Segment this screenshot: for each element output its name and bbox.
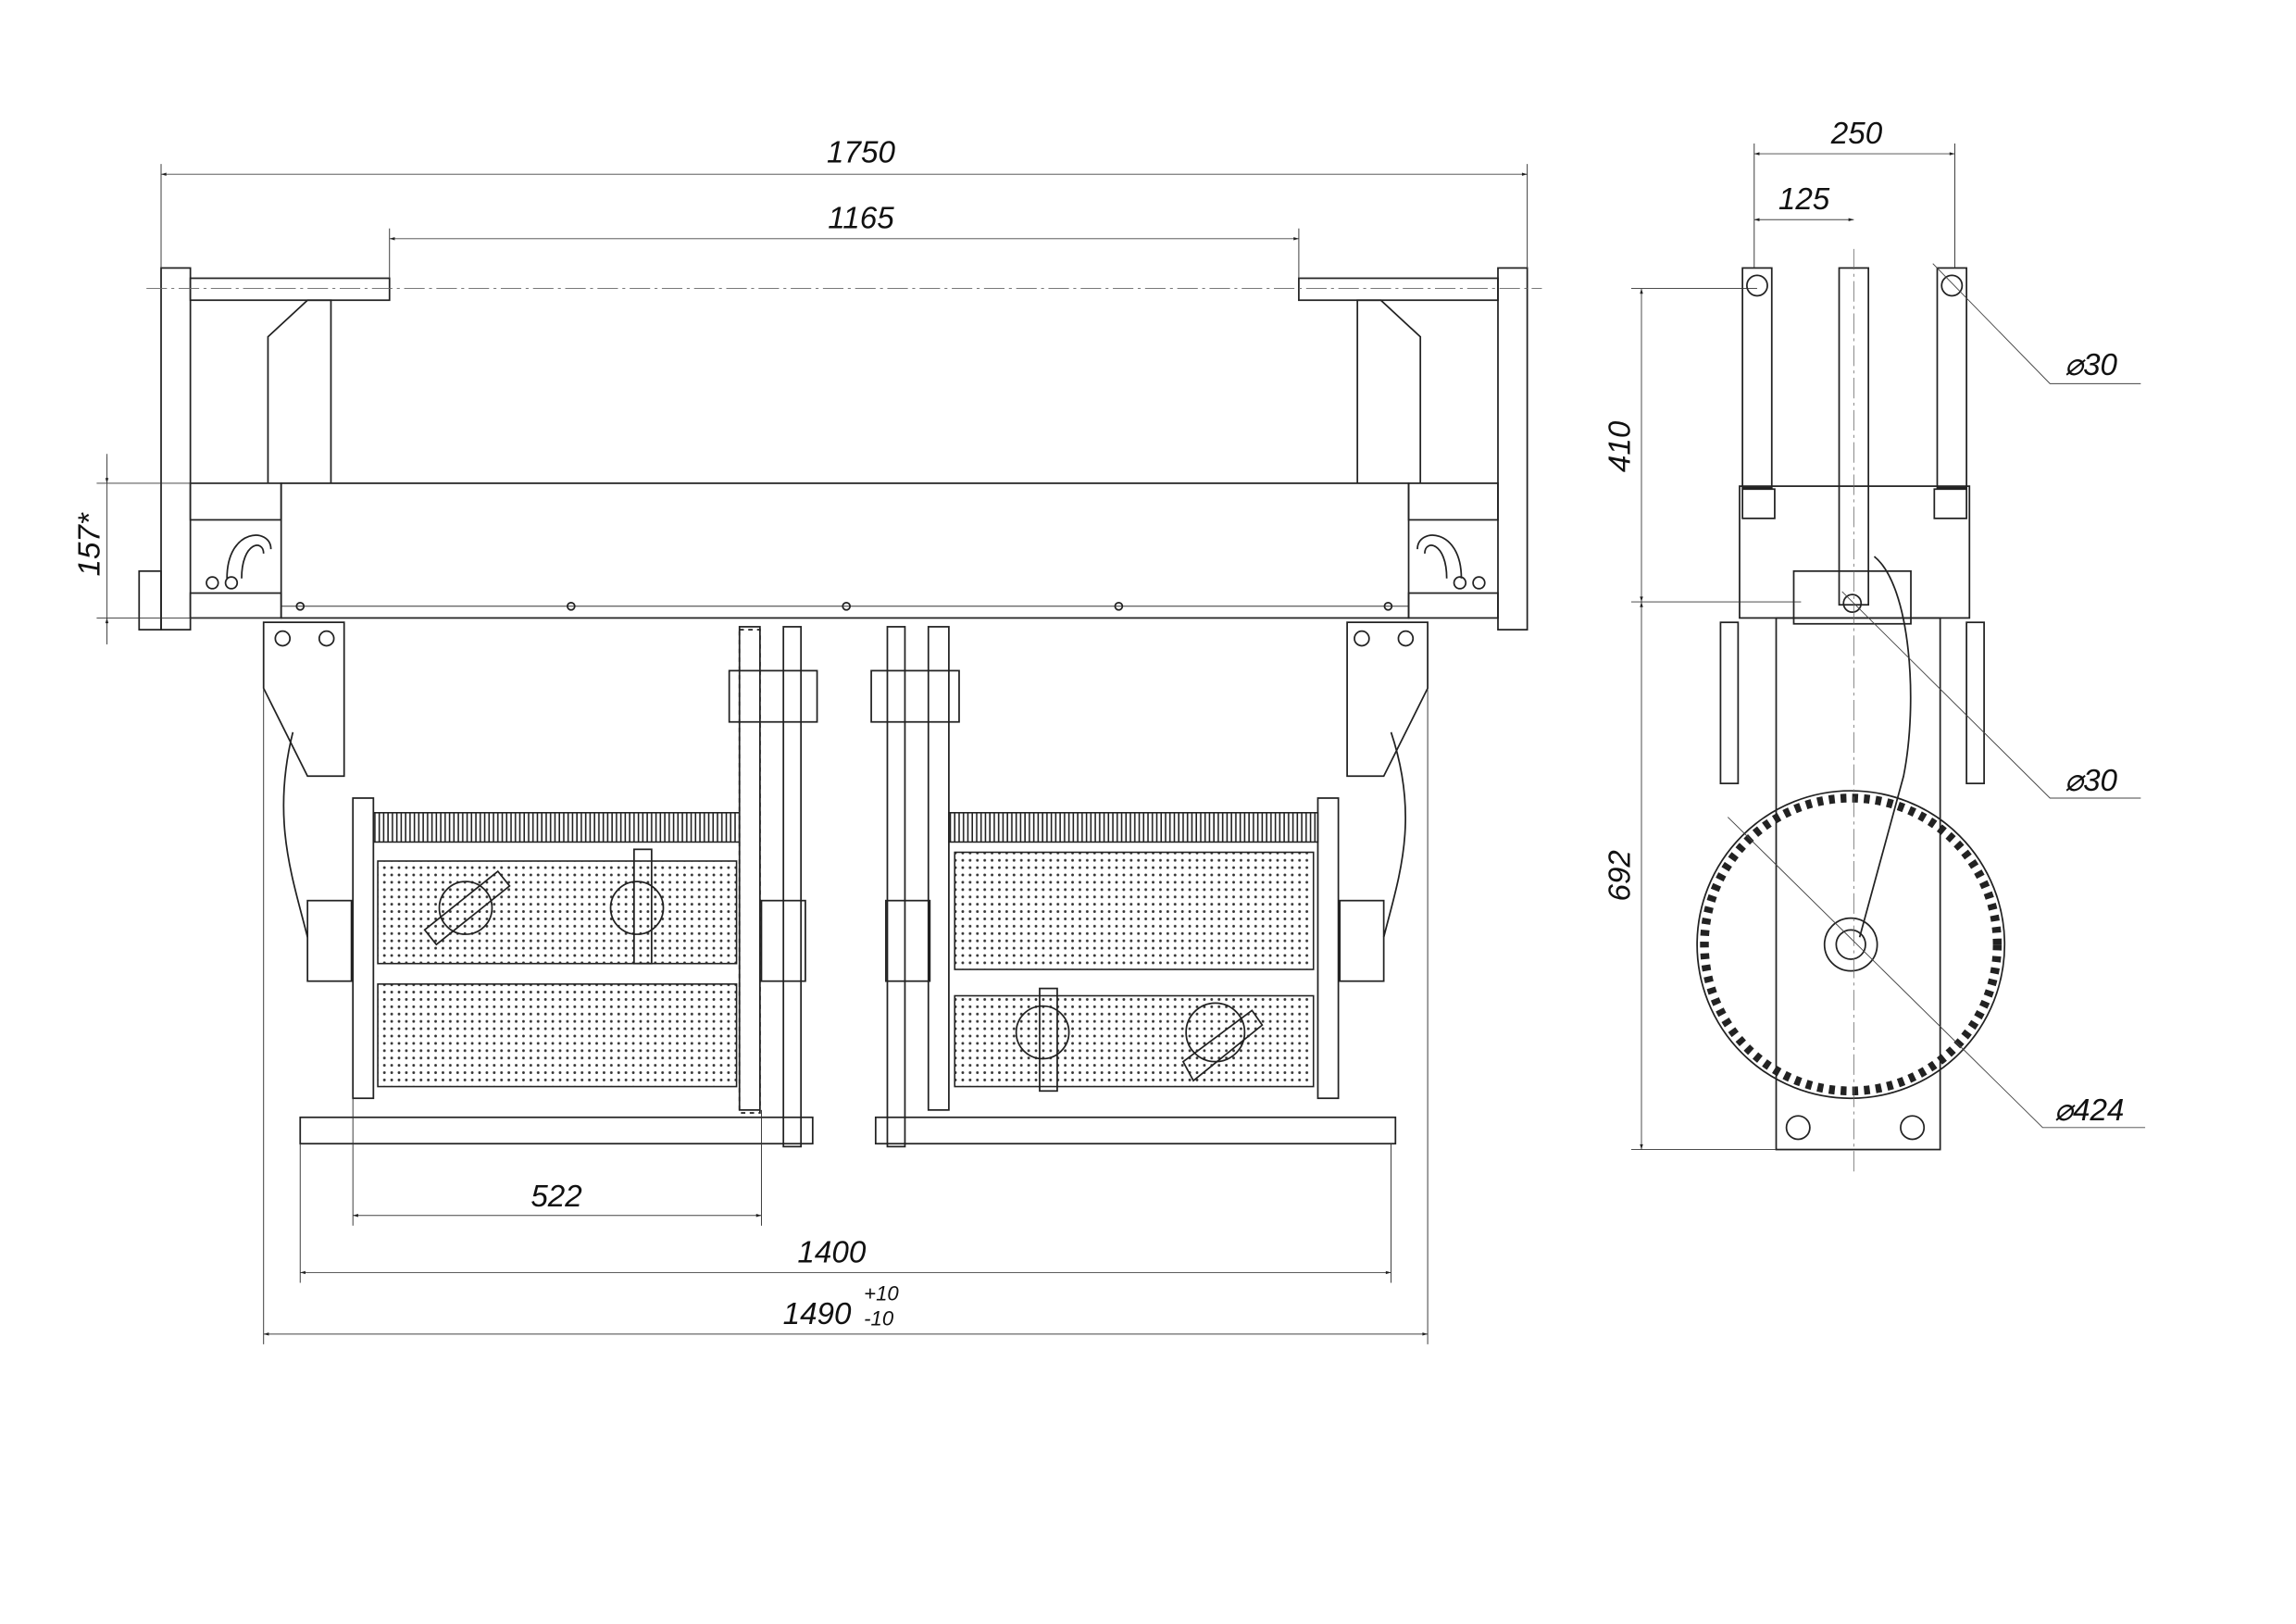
left-hanger	[262, 621, 345, 778]
side-plate	[1775, 617, 1941, 1151]
dim-125: 125	[1753, 182, 1854, 221]
dim-1400: 1400	[299, 1143, 1392, 1283]
dia-30-axle: ⌀30	[1841, 591, 2141, 799]
svg-text:⌀30: ⌀30	[2065, 764, 2117, 798]
right-post	[1497, 267, 1529, 631]
svg-text:692: 692	[1603, 850, 1637, 901]
svg-text:-10: -10	[864, 1306, 894, 1330]
dim-1750: 1750	[160, 136, 1529, 269]
svg-text:522: 522	[530, 1180, 581, 1214]
svg-text:250: 250	[1830, 117, 1883, 151]
svg-text:157*: 157*	[73, 512, 107, 576]
dim-1165: 1165	[389, 202, 1300, 279]
dim-1490: 1490 +10 -10	[263, 688, 1429, 1344]
right-rod	[1298, 277, 1499, 302]
svg-text:1165: 1165	[828, 202, 894, 236]
svg-text:410: 410	[1603, 420, 1637, 472]
svg-text:125: 125	[1778, 182, 1830, 217]
svg-text:⌀424: ⌀424	[2054, 1093, 2124, 1128]
dim-522: 522	[352, 1098, 762, 1226]
right-bracket	[1356, 299, 1422, 483]
left-drum-unit	[299, 626, 818, 1148]
dim-692: 692	[1603, 602, 1777, 1151]
main-housing	[280, 482, 1410, 619]
gear	[1696, 790, 2006, 1100]
dim-250: 250	[1753, 117, 1955, 269]
left-bracket	[267, 299, 332, 483]
dim-410: 410	[1603, 288, 1802, 603]
svg-text:⌀30: ⌀30	[2065, 348, 2117, 382]
front-view: 1750 1165 157* 522 1400	[73, 136, 1542, 1344]
dia-424-gear: ⌀424	[1727, 817, 2146, 1129]
svg-text:+10: +10	[864, 1281, 899, 1305]
dim-157: 157*	[73, 454, 281, 644]
svg-text:1490: 1490	[783, 1297, 852, 1331]
right-hanger	[1346, 621, 1429, 778]
left-post	[160, 267, 192, 631]
svg-text:1750: 1750	[827, 136, 895, 170]
side-view: 250 125 410 692 ⌀30 ⌀30 ⌀424	[1603, 117, 2146, 1172]
left-rod	[189, 277, 391, 302]
dia-30-rod: ⌀30	[1932, 263, 2141, 384]
svg-text:1400: 1400	[797, 1235, 866, 1269]
right-drum-unit	[870, 626, 1397, 1148]
